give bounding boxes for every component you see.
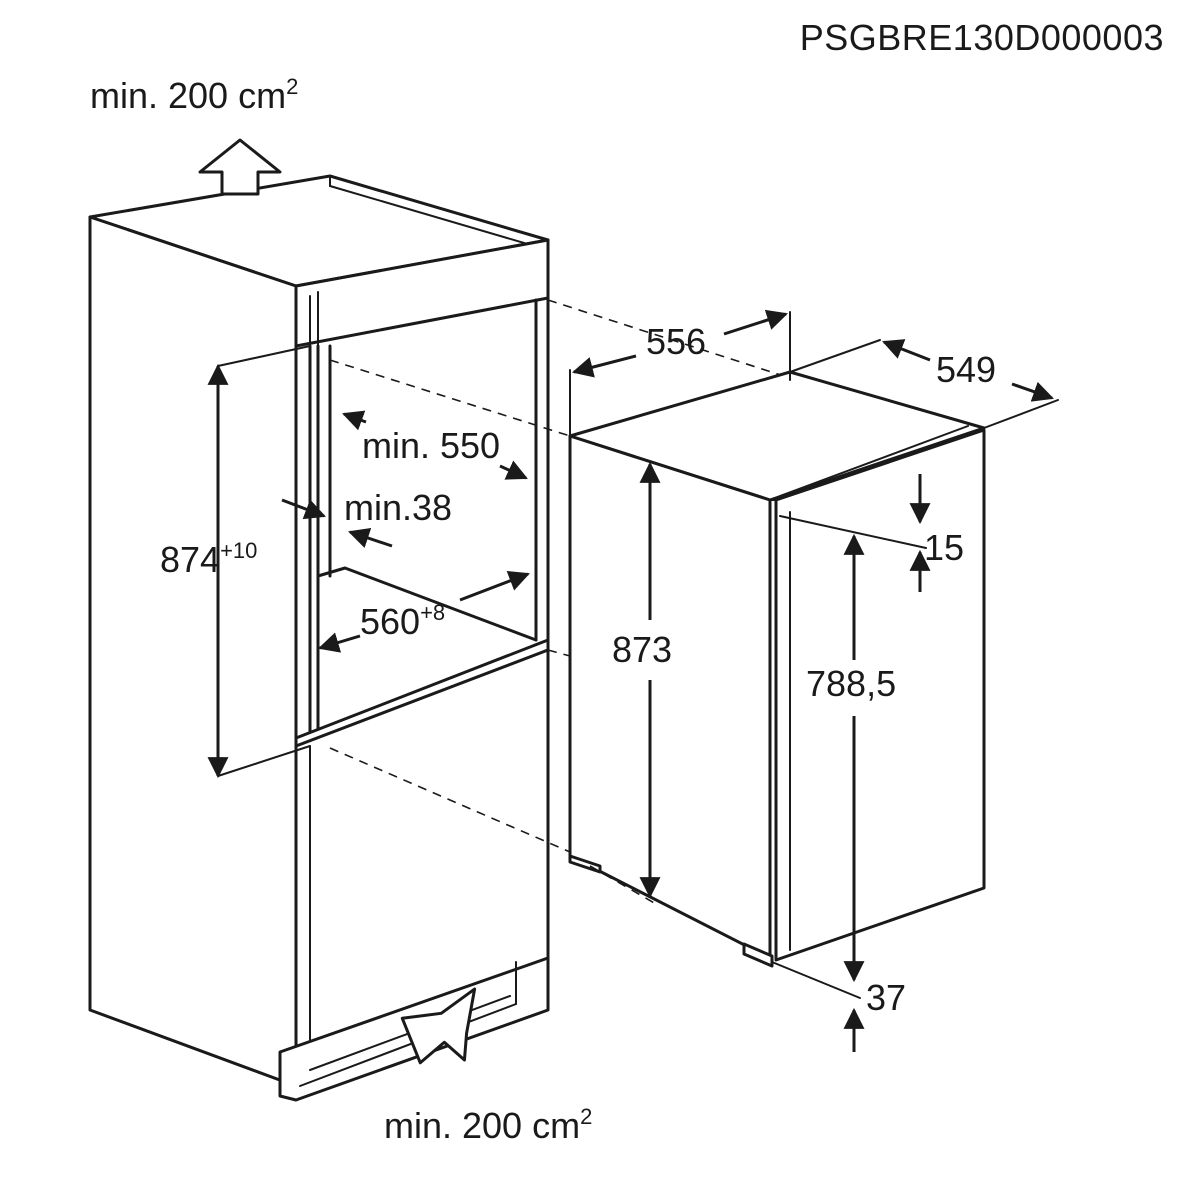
appliance-side: [568, 434, 772, 960]
door-bottom-label: 37: [866, 977, 906, 1018]
vent-arrow-in-icon: [400, 987, 477, 1065]
dim-niche-height: [207, 345, 311, 779]
appliance-height-label: 873: [612, 629, 672, 670]
dim-appliance-depth: [789, 339, 1059, 429]
dim-niche-depth: [342, 410, 528, 480]
vent-bottom-label: min. 200 cm2: [384, 1104, 592, 1146]
dim-niche-width: [317, 570, 530, 653]
appliance-width-label: 556: [646, 321, 706, 362]
appliance-door: [774, 428, 986, 962]
vent-top-label: min. 200 cm2: [90, 74, 298, 116]
appliance-drawing: [568, 370, 986, 999]
door-offset-label: 15: [924, 527, 964, 568]
appliance-depth-label: 549: [936, 349, 996, 390]
vent-arrow-up-icon: [198, 138, 282, 196]
door-height-label: 788,5: [806, 663, 896, 704]
niche-depth-label: min. 550: [362, 425, 500, 466]
cabinet-left-side: [88, 215, 298, 1088]
drawing-code: PSGBRE130D000003: [800, 17, 1164, 58]
niche-width-label: 560+8: [360, 600, 445, 642]
dim-side-gap: [281, 498, 393, 548]
side-gap-label: min.38: [344, 487, 452, 528]
dim-appliance-width: [569, 309, 791, 437]
cabinet-drawing: [88, 174, 791, 1102]
niche-height-label: 874+10: [160, 538, 257, 580]
